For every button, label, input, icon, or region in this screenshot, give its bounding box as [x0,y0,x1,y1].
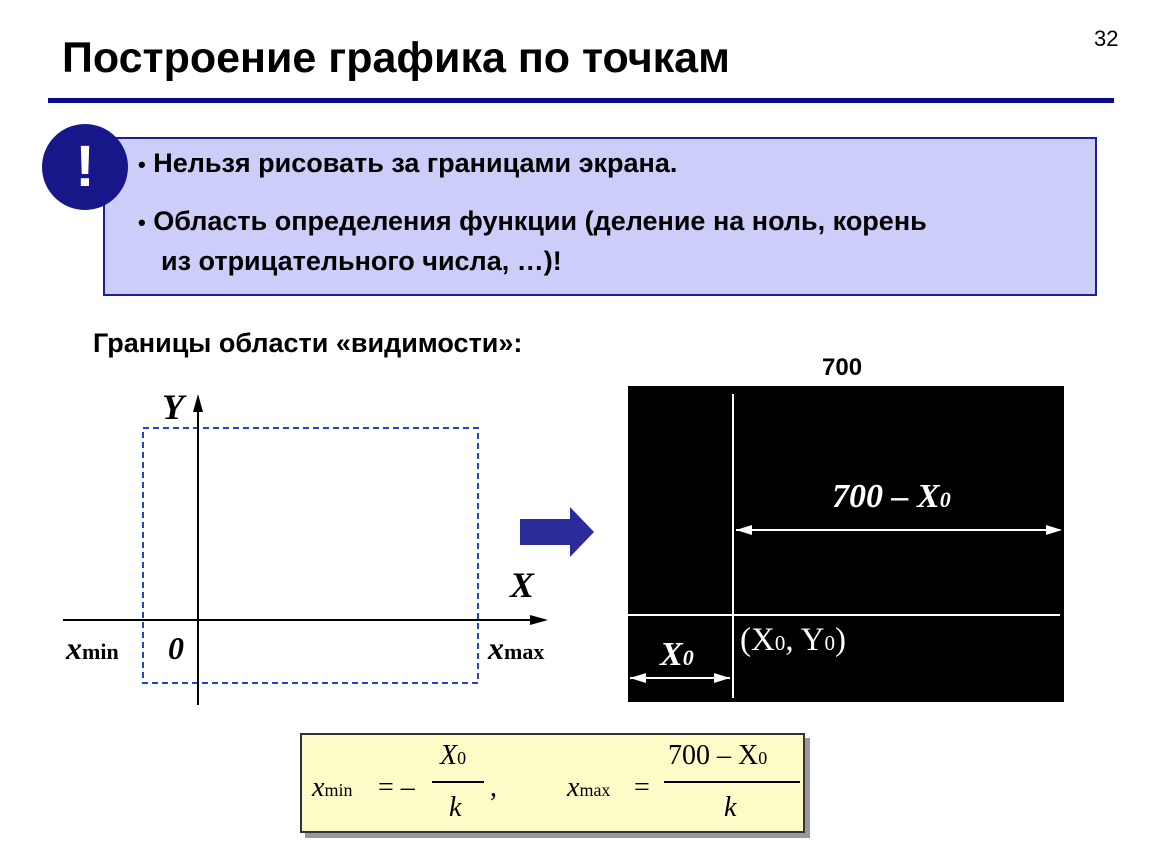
left-span-subscript: 0 [682,645,694,670]
notice-bullet-1: • Нельзя рисовать за границами экрана. [138,148,677,179]
screen-panel [628,386,1064,702]
arrowhead-right-icon [1046,525,1062,535]
y-axis-arrow-icon [193,394,203,412]
right-span-label: 700 – X0 [832,478,951,516]
xmax-formula-subscript: max [579,780,611,800]
origin-label: 0 [168,630,184,666]
right-arrow-icon [520,507,594,557]
y-axis-label: Y [162,387,184,427]
xmax-num-text: 700 – X [668,740,759,771]
screen-width-label: 700 [822,354,863,381]
notice-box [103,137,1097,296]
x-axis-label: X [510,565,535,605]
point-sub-2: 0 [824,631,835,655]
arrowhead-right-icon [714,673,730,683]
xmax-equals: = [634,772,650,803]
xmin-equals: = – [378,772,415,803]
xmin-fraction-bar [432,781,484,783]
notice-bullet-2: • Область определения функции (деление н… [138,206,927,237]
exclamation-icon: ! [42,124,128,210]
point-sub-1: 0 [774,631,786,655]
xmin-numerator: X0 [440,740,466,772]
xmin-letter: x [66,630,82,666]
slide-title: Построение графика по точкам [62,34,730,82]
point-open: (X [740,622,775,658]
arrowhead-left-icon [736,525,752,535]
xmax-formula-letter: x [567,772,580,803]
screen-lines [628,394,1062,698]
xmax-num-subscript: 0 [758,748,768,768]
xmin-formula-letter: x [312,772,325,803]
page-number: 32 [1094,26,1119,51]
formula-box [300,733,805,833]
xmax-formula-lhs: xmax [567,772,610,804]
xmin-denominator: k [449,792,462,823]
arrowhead-left-icon [630,673,646,683]
notice-bullet-text: Область определения функции (деление на … [153,206,927,236]
right-span-subscript: 0 [939,487,951,512]
bullet-dot-icon: • [138,152,146,177]
left-span-label: X0 [660,636,694,674]
xmin-num-subscript: 0 [457,748,467,768]
xmax-letter: x [488,630,504,666]
xmax-label: xmax [488,630,544,667]
xmin-label: xmin [66,630,119,667]
notice-bullet-text: Нельзя рисовать за границами экрана. [153,148,678,178]
xmax-denominator: k [724,792,737,823]
xmin-num-letter: X [440,740,458,771]
visibility-heading: Границы области «видимости»: [93,328,523,358]
xmin-subscript: min [82,639,119,664]
right-span-text: 700 – X [832,478,940,515]
xmax-subscript: max [504,639,545,664]
notice-bullet-2-cont: из отрицательного числа, …)! [161,246,562,276]
bullet-dot-icon: • [138,210,146,235]
title-underline [48,98,1114,103]
visible-area-box [142,427,479,684]
xmin-formula-subscript: min [324,780,353,800]
xmax-fraction-bar [664,781,800,783]
x-axis-arrow-icon [530,615,548,625]
point-mid: , Y [785,622,825,658]
xmax-numerator: 700 – X0 [668,740,767,772]
coordinate-diagram [63,394,548,705]
left-span-text: X [660,636,683,673]
point-close: ) [834,622,846,658]
formula-comma: , [490,772,497,803]
origin-point-label: (X0, Y0) [740,622,846,659]
xmin-formula-lhs: xmin [312,772,352,804]
